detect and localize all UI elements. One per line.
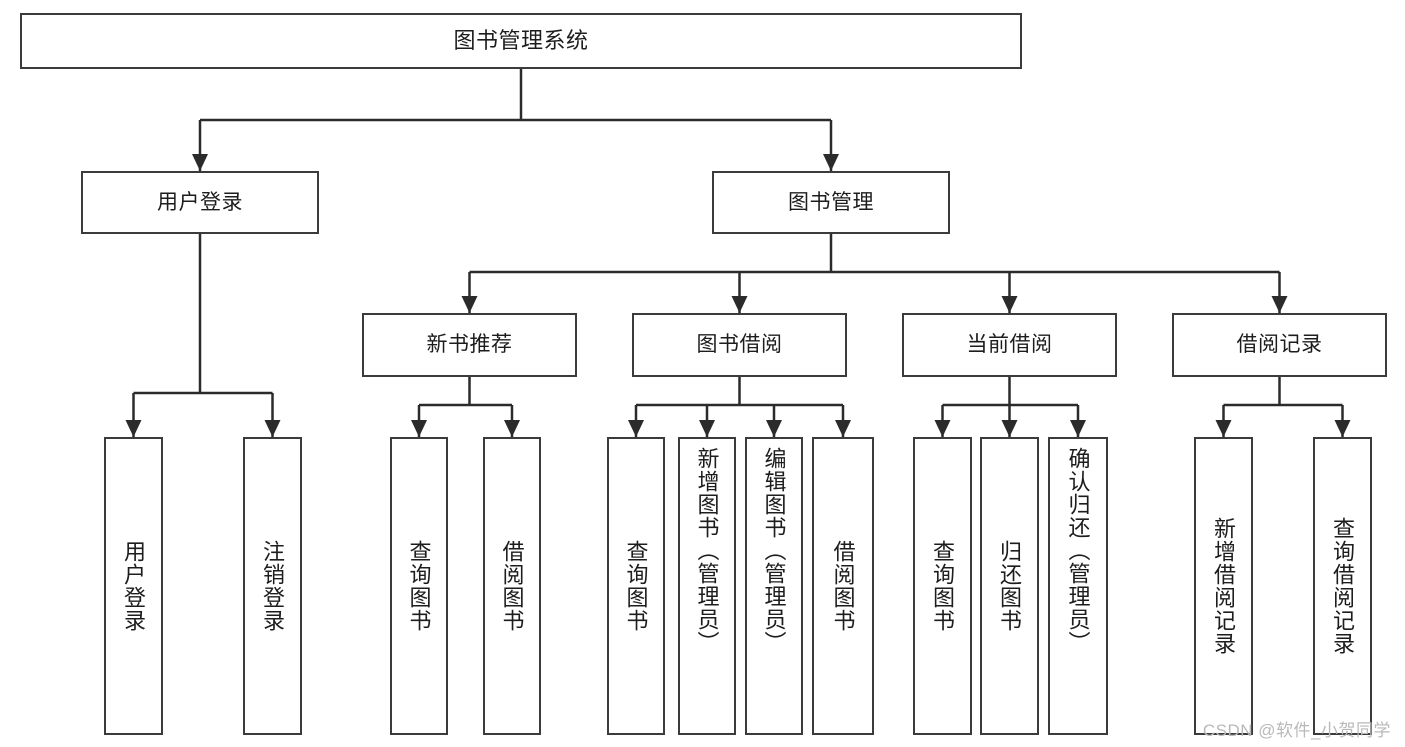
arrow-head-leaf-confirm-return (1070, 420, 1086, 437)
node-leaf-logout[interactable]: 注销登录 (243, 437, 302, 735)
node-leaf-query-book-2[interactable]: 查询图书 (607, 437, 665, 735)
node-label: 借阅图书 (499, 540, 525, 632)
arrow-head-leaf-query-book-3 (934, 420, 951, 437)
node-leaf-user-login[interactable]: 用户登录 (104, 437, 163, 735)
node-label: 图书借阅 (696, 333, 783, 357)
node-leaf-query-book-3[interactable]: 查询图书 (913, 437, 972, 735)
node-label: 查询图书 (406, 540, 432, 632)
arrow-head-leaf-query-book-1 (411, 420, 427, 437)
node-leaf-confirm-return[interactable]: 确认归还（管理员） (1048, 437, 1108, 735)
arrow-head-book-management (823, 154, 839, 171)
node-label: 查询图书 (930, 540, 956, 632)
node-leaf-edit-book[interactable]: 编辑图书（管理员） (745, 437, 803, 735)
arrow-head-borrow-record (1271, 296, 1288, 313)
arrow-head-leaf-query-book-2 (628, 420, 644, 437)
node-label: 查询借阅记录 (1330, 517, 1356, 655)
node-label: 新书推荐 (426, 333, 513, 357)
node-leaf-borrow-book-2[interactable]: 借阅图书 (812, 437, 874, 735)
node-user-login[interactable]: 用户登录 (81, 171, 319, 234)
watermark: CSDN @软件_小贺同学 (1202, 721, 1391, 740)
node-leaf-query-book-1[interactable]: 查询图书 (390, 437, 448, 735)
node-label: 确认归还（管理员） (1065, 447, 1091, 654)
arrow-head-user-login (192, 154, 208, 171)
node-label: 图书管理 (788, 190, 874, 214)
node-borrow-record[interactable]: 借阅记录 (1172, 313, 1387, 377)
node-root[interactable]: 图书管理系统 (20, 13, 1022, 69)
arrow-head-leaf-add-book (699, 420, 715, 437)
arrow-head-leaf-borrow-book-1 (504, 420, 520, 437)
node-book-borrow[interactable]: 图书借阅 (632, 313, 847, 377)
node-leaf-add-record[interactable]: 新增借阅记录 (1194, 437, 1253, 735)
node-leaf-borrow-book-1[interactable]: 借阅图书 (483, 437, 541, 735)
node-label: 新增图书（管理员） (694, 447, 720, 654)
node-label: 用户登录 (121, 540, 147, 632)
node-label: 注销登录 (260, 540, 286, 632)
arrow-head-leaf-add-record (1215, 420, 1232, 437)
arrow-head-leaf-user-login (125, 420, 142, 437)
node-leaf-add-book[interactable]: 新增图书（管理员） (678, 437, 736, 735)
node-label: 借阅记录 (1236, 333, 1323, 357)
arrow-head-new-book-recommend (461, 296, 478, 313)
node-current-borrow[interactable]: 当前借阅 (902, 313, 1117, 377)
node-label: 用户登录 (157, 190, 243, 214)
arrow-head-leaf-return-book (1001, 420, 1018, 437)
arrow-head-leaf-edit-book (766, 420, 782, 437)
arrow-head-leaf-borrow-book-2 (835, 420, 851, 437)
arrow-head-current-borrow (1001, 296, 1018, 313)
node-new-book-recommend[interactable]: 新书推荐 (362, 313, 577, 377)
node-label: 当前借阅 (966, 333, 1053, 357)
arrow-head-leaf-logout (264, 420, 281, 437)
node-leaf-return-book[interactable]: 归还图书 (980, 437, 1039, 735)
node-leaf-query-record[interactable]: 查询借阅记录 (1313, 437, 1372, 735)
node-label: 编辑图书（管理员） (761, 447, 787, 654)
arrow-head-leaf-query-record (1334, 420, 1351, 437)
node-label: 图书管理系统 (453, 28, 589, 54)
node-book-management[interactable]: 图书管理 (712, 171, 950, 234)
arrow-head-book-borrow (731, 296, 748, 313)
node-label: 归还图书 (997, 540, 1023, 632)
node-label: 借阅图书 (830, 540, 856, 632)
node-label: 新增借阅记录 (1211, 517, 1237, 655)
node-label: 查询图书 (623, 540, 649, 632)
